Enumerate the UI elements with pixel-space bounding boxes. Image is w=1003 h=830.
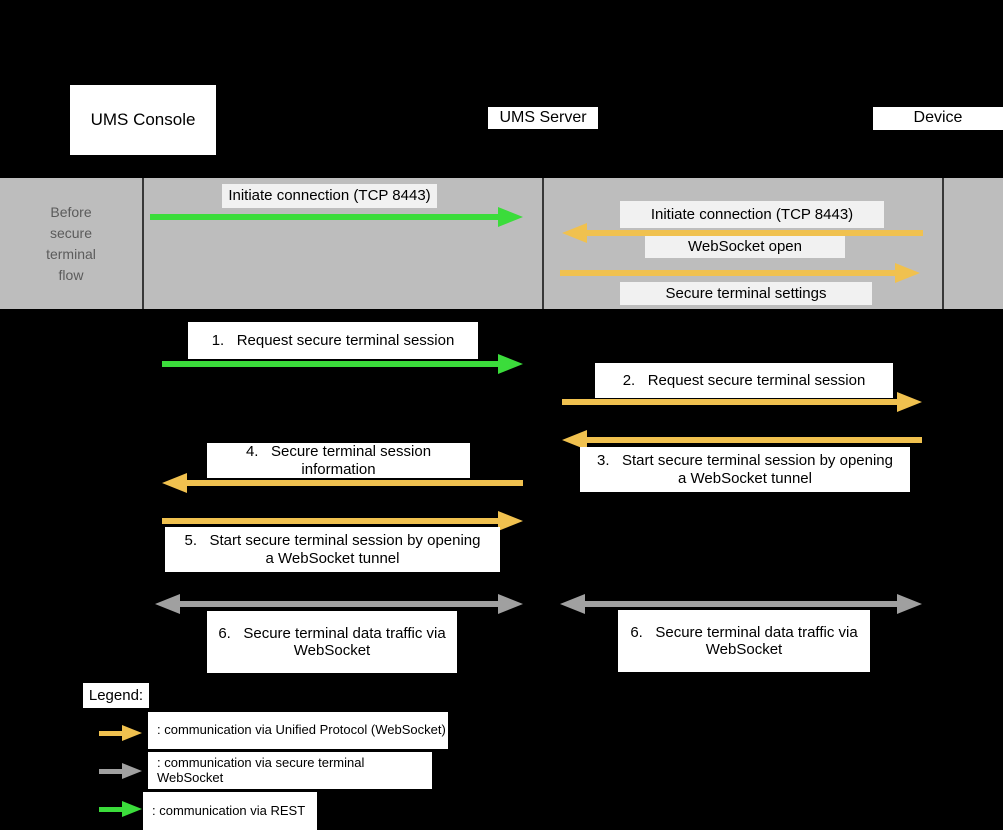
lifeline-ums-server [542,178,544,309]
msg-6-data-traffic-left: 6. Secure terminal data traffic via WebS… [207,611,457,673]
msg-5-start-session: 5. Start secure terminal session by open… [165,527,500,572]
band-label-initiate-rest: Initiate connection (TCP 8443) [222,184,437,208]
actor-device: Device [873,107,1003,130]
lifeline-ums-console [142,178,144,309]
msg-1-request-session: 1. Request secure terminal session [188,322,478,359]
legend-item-unified-protocol: : communication via Unified Protocol (We… [148,712,448,749]
msg-2-request-session: 2. Request secure terminal session [595,363,893,398]
legend-item-secure-terminal: : communication via secure terminal WebS… [148,752,432,789]
band-label-initiate-device: Initiate connection (TCP 8443) [620,201,884,228]
legend-item-rest: : communication via REST [143,792,317,830]
actor-ums-server: UMS Server [488,107,598,129]
band-label-websocket-open: WebSocket open [645,236,845,258]
msg-4-session-information: 4. Secure terminal session information [207,443,470,478]
lifeline-device [942,178,944,309]
actor-ums-console: UMS Console [70,85,216,155]
band-side-label: Before secure terminal flow [46,203,96,283]
legend-title: Legend: [83,683,149,708]
msg-3-start-session: 3. Start secure terminal session by open… [580,447,910,492]
band-label-secure-settings: Secure terminal settings [620,282,872,305]
msg-6-data-traffic-right: 6. Secure terminal data traffic via WebS… [618,610,870,672]
